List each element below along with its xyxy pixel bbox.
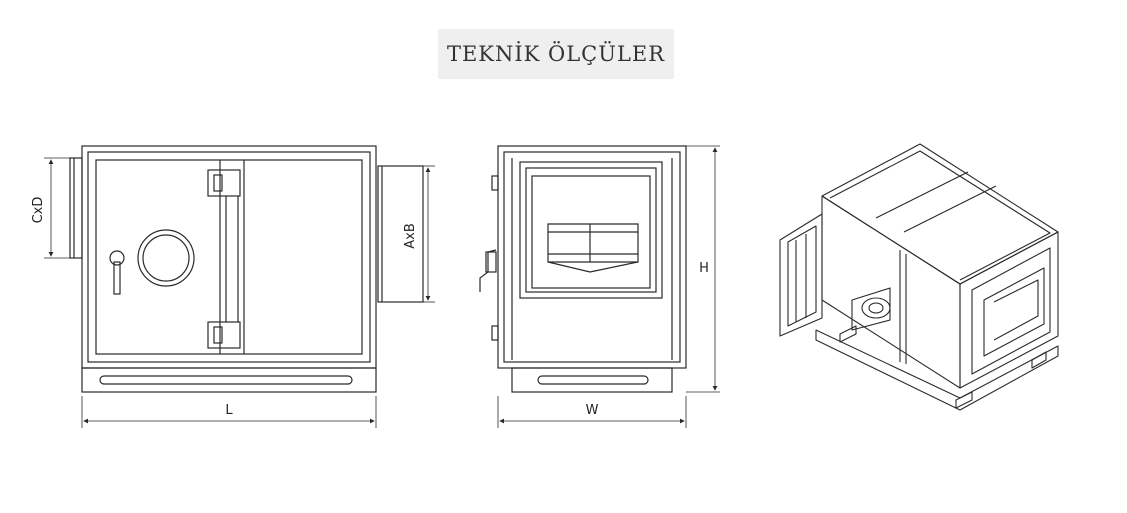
title-box: TEKNİK ÖLÇÜLER: [438, 29, 674, 79]
fan-wheel: [547, 223, 639, 263]
dim-label-outlet: AxB: [403, 223, 418, 249]
inspection-window: [137, 229, 195, 287]
side-view: [44, 145, 435, 428]
page-title: TEKNİK ÖLÇÜLER: [446, 42, 666, 66]
front-handle: [479, 249, 497, 292]
dim-label-inlet: CxD: [31, 197, 46, 224]
iso-front-face: [821, 195, 961, 389]
iso-base: [815, 329, 1059, 411]
outlet-collar: [377, 165, 424, 303]
isometric-view: [779, 143, 1059, 411]
front-base: [511, 367, 673, 393]
dim-label-length: L: [225, 403, 233, 418]
iso-open-door: [779, 213, 823, 337]
top-hinge: [207, 169, 241, 197]
iso-outlet-fan: [983, 267, 1045, 357]
iso-motor: [861, 297, 891, 319]
front-view: [479, 145, 720, 428]
inlet-collar: [69, 157, 83, 259]
front-outlet-frame: [519, 161, 663, 299]
dim-label-width: W: [586, 403, 599, 418]
dim-label-height: H: [699, 261, 709, 276]
side-base: [81, 367, 377, 393]
bottom-hinge: [207, 321, 241, 349]
side-casing: [81, 145, 377, 369]
door-handle: [109, 250, 125, 266]
